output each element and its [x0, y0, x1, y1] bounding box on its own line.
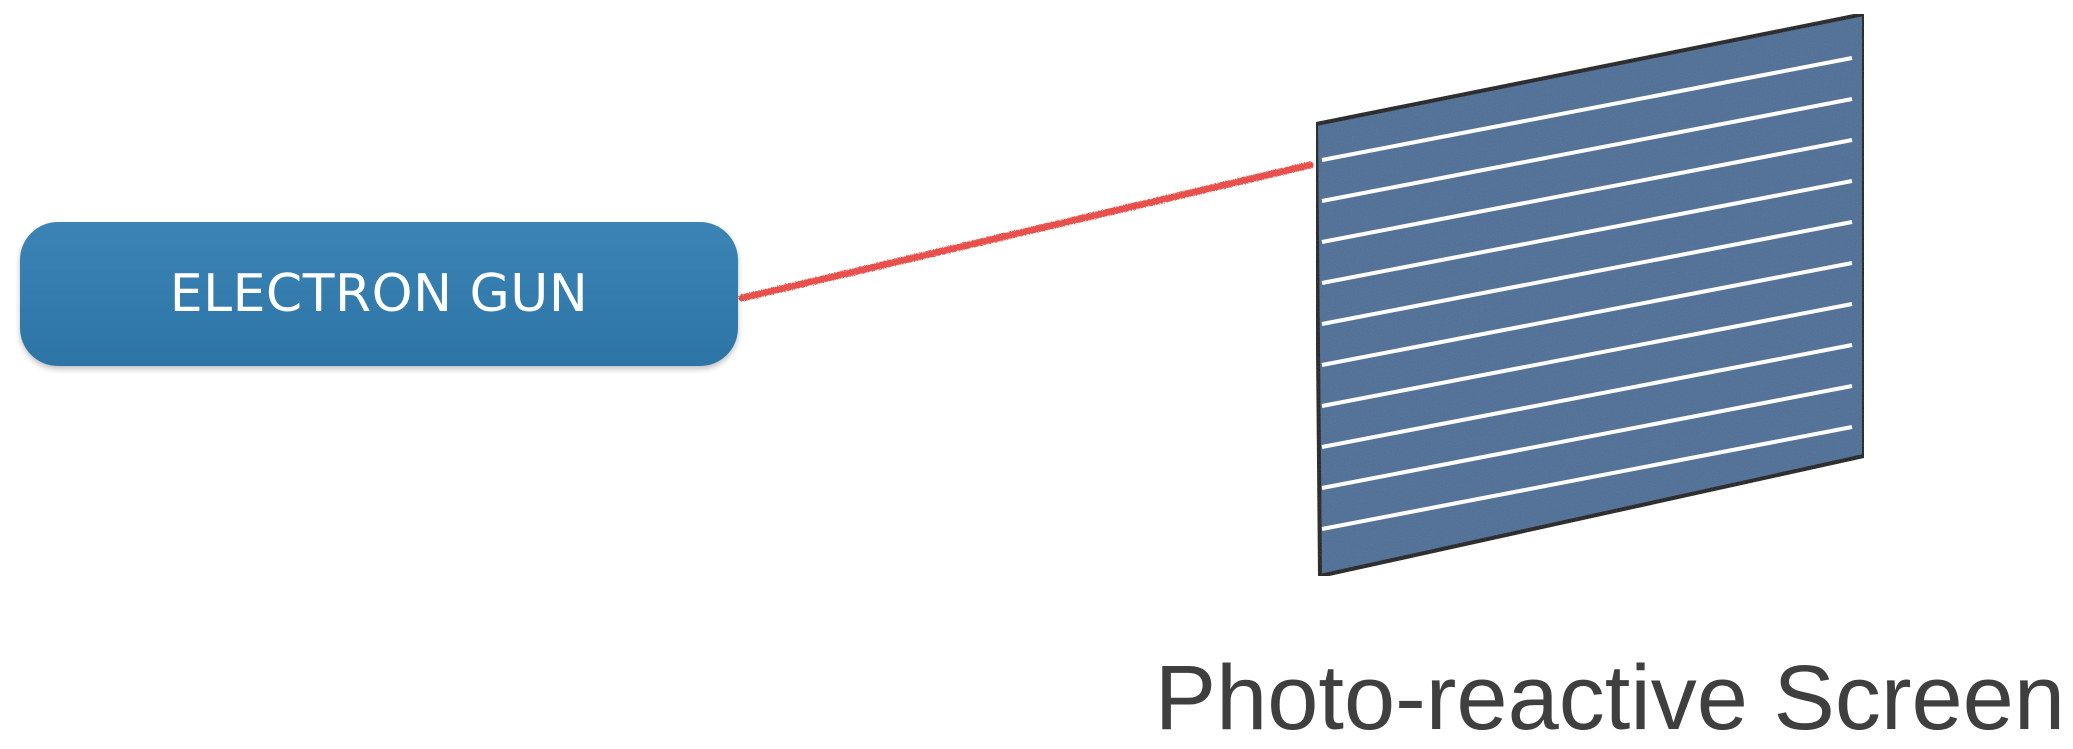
electron-gun-label: ELECTRON GUN	[169, 264, 589, 324]
scan-lines	[1321, 56, 1853, 531]
scan-line	[1321, 261, 1853, 367]
scan-line	[1321, 425, 1853, 531]
electron-beam	[738, 161, 1314, 302]
photo-reactive-screen	[1313, 11, 1866, 579]
scan-line	[1321, 138, 1853, 244]
scan-line	[1321, 302, 1853, 408]
scan-line	[1321, 56, 1853, 162]
scan-line	[1321, 384, 1853, 490]
scan-line	[1321, 97, 1853, 203]
screen-panel	[1313, 11, 1866, 579]
electron-gun: ELECTRON GUN	[20, 222, 738, 366]
scan-line	[1321, 220, 1853, 326]
screen-caption: Photo-reactive Screen	[1154, 647, 2065, 749]
scan-line	[1321, 179, 1853, 285]
scan-line	[1321, 343, 1853, 449]
